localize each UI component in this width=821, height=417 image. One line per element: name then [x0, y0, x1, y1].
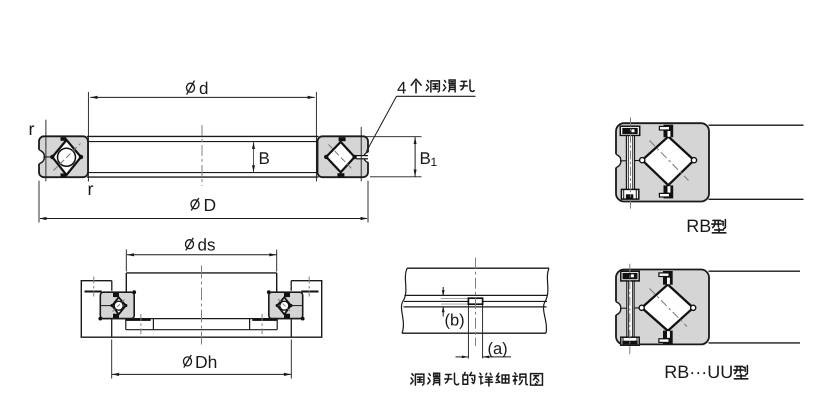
svg-text:RB···UU: RB···UU — [664, 362, 733, 382]
svg-text:Dh: Dh — [195, 352, 217, 372]
svg-text:D: D — [204, 195, 217, 215]
svg-text:RB: RB — [686, 216, 711, 236]
svg-text:B: B — [420, 149, 431, 168]
svg-text:B: B — [259, 149, 270, 168]
svg-text:d: d — [199, 79, 208, 98]
svg-text:1: 1 — [431, 155, 438, 169]
svg-text:r: r — [29, 119, 35, 139]
svg-text:(b): (b) — [445, 312, 465, 330]
svg-text:ds: ds — [198, 235, 216, 254]
svg-text:r: r — [88, 179, 94, 199]
svg-text:4: 4 — [397, 79, 406, 98]
svg-text:(a): (a) — [488, 340, 508, 358]
